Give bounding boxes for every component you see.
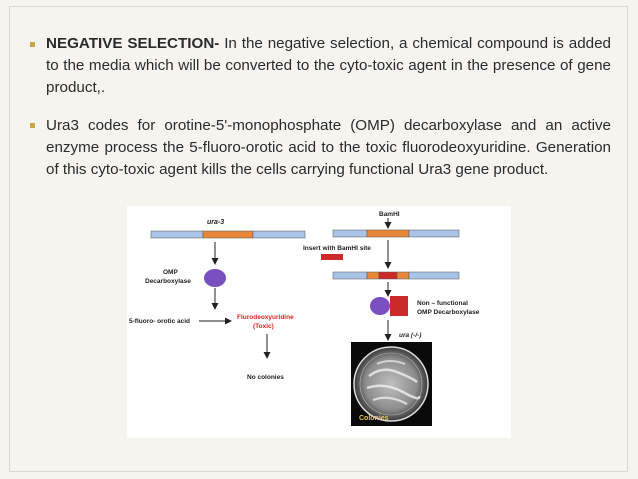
dna-segment [408,229,460,238]
diagram-svg: ura-3 OMP Decarboxylase 5-fluoro- orotic… [129,211,480,426]
bullet-body: In the negative selection, a chemical co… [46,35,611,96]
omp-decarboxylase-enzyme [204,269,226,287]
agar-edge [359,352,423,416]
non-functional-label: Non – functional [417,300,468,307]
ura-genotype-label: ura (-/-) [399,332,421,339]
petri-dish-photo: Colonies [351,342,432,426]
petri-dish [353,346,429,422]
inserted-segment [378,271,398,280]
5-fluoro-orotic-acid-label: 5-fluoro- orotic acid [129,318,190,325]
ura3-gene-segment [366,271,380,280]
dna-segment [332,229,368,238]
colony-streak [366,384,421,400]
ura3-gene-segment [202,230,254,239]
bamhi-insert [321,254,343,260]
nonfunctional-enzyme-insert [390,296,408,316]
nonfunctional-enzyme-part [370,297,390,315]
toxic-label: (Toxic) [253,323,274,330]
ura3-gene-label: ura-3 [207,219,224,226]
omp-decarboxylase-label: OMP Decarboxylase [417,309,480,316]
bullet-ura3: Ura3 codes for orotine-5'-monophosphate … [46,115,611,181]
colony-streak [372,396,408,405]
dna-segment [150,230,204,239]
omp-label: OMP [163,269,178,276]
flurodeoxyuridine-label: Flurodeoxyuridine [237,314,294,321]
dna-segment [332,271,368,280]
bamhi-label: BamHI [379,211,400,218]
insert-label: Insert with BamHI site [303,245,371,252]
colonies-label: Colonies [359,415,389,422]
ura3-dna-strand [150,230,306,239]
dna-segment [252,230,306,239]
bullet-marker [30,42,35,47]
bullet-negative-selection: NEGATIVE SELECTION- In the negative sele… [46,33,611,99]
ura3-gene-segment [396,271,410,280]
colony-streak [368,368,418,384]
selection-diagram: ura-3 OMP Decarboxylase 5-fluoro- orotic… [127,206,511,438]
slide-frame [9,6,628,472]
dna-segment [408,271,460,280]
disrupted-dna-strand [332,271,460,280]
decarboxylase-label: Decarboxylase [145,278,191,285]
wildtype-dna-strand [332,229,460,238]
no-colonies-label: No colonies [247,374,284,381]
bullet-body: Ura3 codes for orotine-5'-monophosphate … [46,117,611,178]
colony-streak [376,360,406,365]
bullet-heading: NEGATIVE SELECTION- [46,35,220,52]
ura3-gene-segment [366,229,410,238]
bullet-marker [30,123,35,128]
